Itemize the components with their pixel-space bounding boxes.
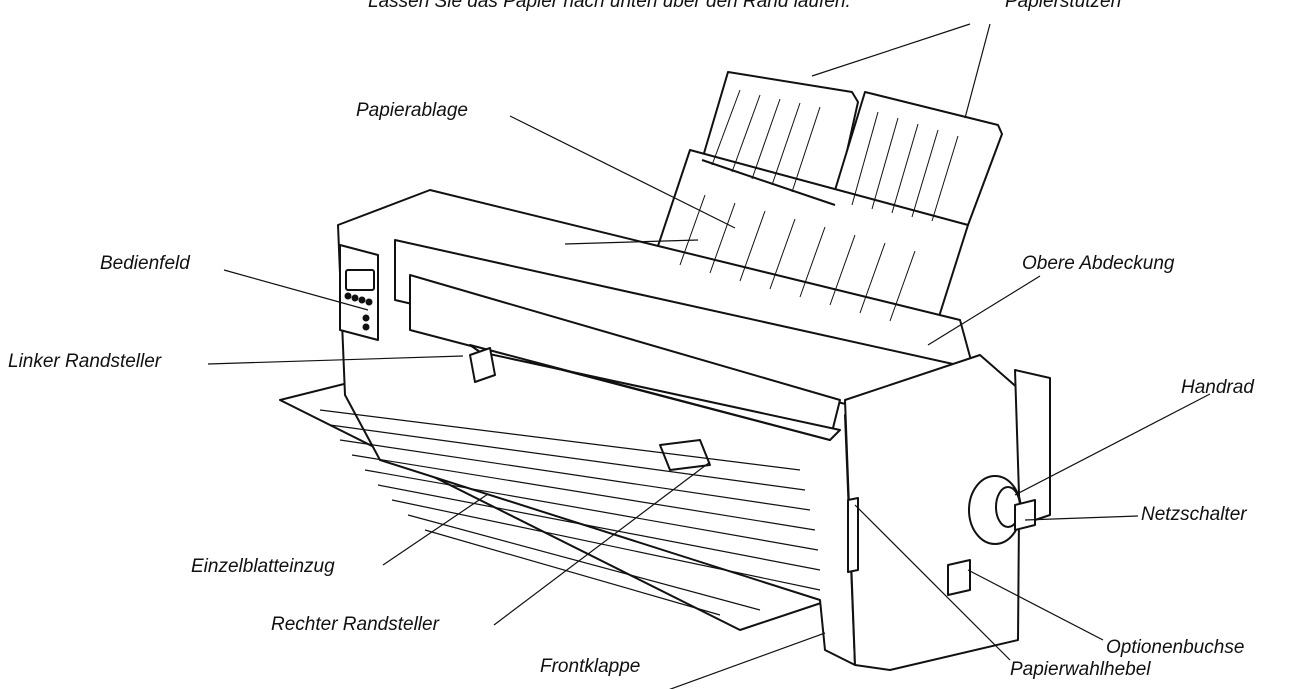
- tray-rib-lines: [319, 409, 821, 616]
- label-netzschalter: Netzschalter: [1141, 504, 1247, 525]
- support-rib-lines: [679, 89, 959, 322]
- option-connector: [947, 559, 971, 596]
- label-linker-randsteller: Linker Randsteller: [8, 351, 162, 372]
- label-rechter-randsteller: Rechter Randsteller: [271, 614, 439, 635]
- leader-lines: [207, 23, 1211, 689]
- label-papierablage: Papierablage: [356, 100, 468, 121]
- operator-panel: [339, 244, 379, 341]
- label-papierstuetzen: Papierstützen: [1005, 0, 1122, 12]
- label-frontklappe: Frontklappe: [540, 656, 641, 677]
- label-papierwahlhebel: Papierwahlhebel: [1010, 659, 1151, 680]
- label-obere-abdeckung: Obere Abdeckung: [1022, 253, 1175, 274]
- power-switch: [1014, 499, 1036, 531]
- top-cut-off-text: Lassen Sie das Papier nach unten über de…: [368, 0, 851, 12]
- label-bedienfeld: Bedienfeld: [100, 253, 190, 274]
- label-optionenbuchse: Optionenbuchse: [1106, 637, 1245, 658]
- platen-knob: [968, 475, 1022, 545]
- left-margin-guide: [469, 347, 496, 383]
- label-handrad: Handrad: [1181, 377, 1254, 398]
- right-margin-guide: [659, 439, 711, 471]
- panel-buttons: [344, 292, 373, 331]
- label-einzelblatteinzug: Einzelblatteinzug: [191, 556, 335, 577]
- paper-select-lever: [847, 497, 859, 573]
- printer-body: [337, 189, 1051, 671]
